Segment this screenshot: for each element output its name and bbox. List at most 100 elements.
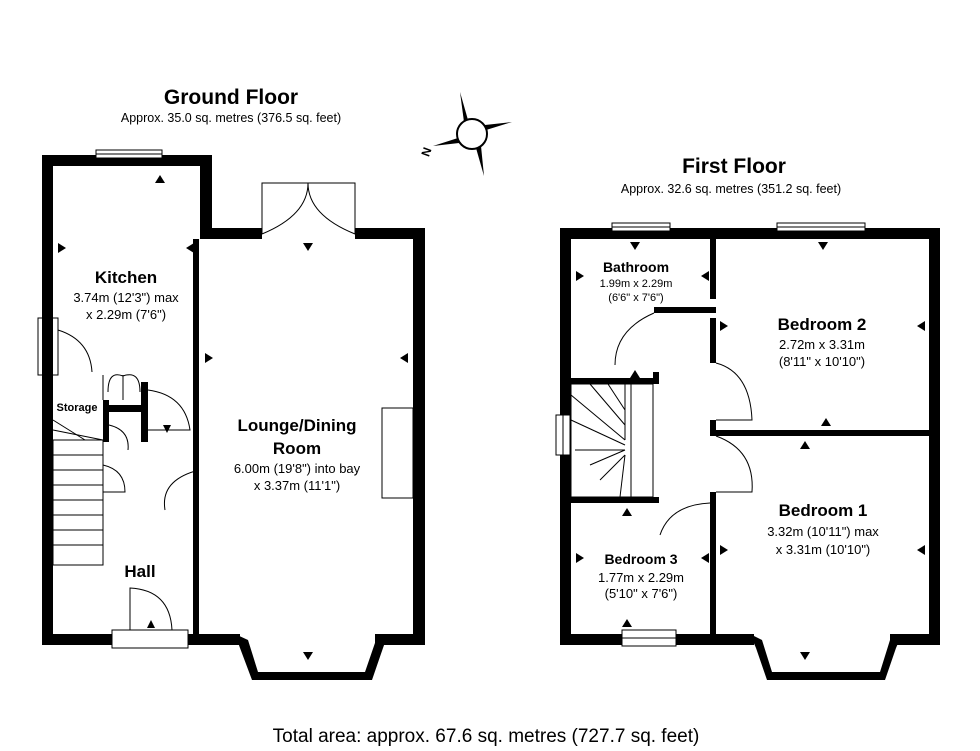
- bathroom-dim2: (6'6" x 7'6"): [608, 292, 663, 304]
- arrow: [630, 242, 640, 250]
- wall: [571, 497, 659, 503]
- wall: [193, 239, 199, 634]
- staircase: [52, 419, 126, 566]
- wall: [653, 372, 659, 384]
- bay-window: [758, 643, 894, 677]
- wall: [413, 228, 425, 645]
- door-swing: [715, 435, 753, 493]
- bedroom1-dim1: 3.32m (10'11") max: [767, 524, 879, 539]
- wall: [103, 405, 148, 412]
- wall: [355, 228, 425, 239]
- ground-floor-title: Ground Floor: [164, 86, 298, 109]
- arrow: [622, 508, 632, 516]
- arrow: [818, 242, 828, 250]
- lounge-name2: Room: [273, 439, 321, 458]
- bathroom-name: Bathroom: [603, 259, 669, 275]
- arrow: [917, 545, 925, 555]
- lounge-dim1: 6.00m (19'8") into bay: [234, 461, 361, 476]
- ground-floor-area: Approx. 35.0 sq. metres (376.5 sq. feet): [121, 111, 341, 125]
- wall: [560, 228, 940, 239]
- arrow: [147, 620, 155, 628]
- bathroom-dim1: 1.99m x 2.29m: [600, 278, 673, 290]
- door-swing: [261, 182, 309, 235]
- wall: [710, 420, 716, 436]
- bedroom1-dim2: x 3.31m (10'10"): [776, 542, 871, 557]
- bay-wall: [750, 634, 902, 680]
- door-swing: [715, 362, 753, 421]
- door-swing: [147, 389, 191, 431]
- arrow: [720, 545, 728, 555]
- bedroom2-name: Bedroom 2: [778, 315, 867, 334]
- arrow: [303, 243, 313, 251]
- bay-window: [242, 643, 382, 677]
- arrow: [701, 553, 709, 563]
- compass-north-label: N: [418, 145, 434, 158]
- arrow: [622, 619, 632, 627]
- kitchen-dim1: 3.74m (12'3") max: [73, 290, 179, 305]
- arrow: [186, 243, 194, 253]
- arrow: [58, 243, 66, 253]
- wall: [654, 307, 716, 313]
- wall: [42, 155, 212, 166]
- wall: [375, 634, 425, 645]
- first-floor-plan: First Floor Approx. 32.6 sq. metres (351…: [555, 155, 940, 680]
- bay-wall: [235, 634, 388, 680]
- lounge-name1: Lounge/Dining: [238, 416, 357, 435]
- bedroom1-name: Bedroom 1: [779, 501, 868, 520]
- door-swing: [307, 182, 356, 235]
- wall: [141, 382, 148, 442]
- cupboard-doors: [102, 374, 141, 400]
- chimney-breast: [381, 407, 414, 499]
- arrow: [720, 321, 728, 331]
- bedroom3-dim2: (5'10" x 7'6"): [605, 586, 678, 601]
- arrow: [163, 425, 171, 433]
- wall: [716, 430, 929, 436]
- bedroom3-dim1: 1.77m x 2.29m: [598, 570, 684, 585]
- arrow: [701, 271, 709, 281]
- arrow: [400, 353, 408, 363]
- arrow: [800, 441, 810, 449]
- door-frame: [37, 317, 59, 376]
- wall: [560, 634, 622, 645]
- wall: [571, 378, 659, 384]
- wall: [42, 634, 112, 645]
- door-swing: [659, 502, 711, 536]
- stair-outline: [570, 383, 654, 498]
- arrow: [800, 652, 810, 660]
- ground-floor-plan: Ground Floor Approx. 35.0 sq. metres (37…: [37, 86, 425, 680]
- arrow: [576, 271, 584, 281]
- stair-outline: [52, 439, 104, 566]
- storage-name: Storage: [57, 402, 98, 414]
- bedroom3-name: Bedroom 3: [604, 551, 677, 567]
- staircase: [570, 383, 654, 498]
- wall: [676, 634, 754, 645]
- wall: [890, 634, 940, 645]
- arrow: [303, 652, 313, 660]
- wall: [710, 318, 716, 363]
- first-floor-title: First Floor: [682, 155, 786, 178]
- compass-icon: N: [418, 92, 512, 176]
- lounge-dim2: x 3.37m (11'1"): [254, 478, 340, 493]
- door-swing: [108, 424, 129, 451]
- hall-name: Hall: [124, 562, 155, 581]
- kitchen-dim2: x 2.29m (7'6"): [86, 307, 166, 322]
- total-area: Total area: approx. 67.6 sq. metres (727…: [273, 726, 700, 747]
- wall: [200, 155, 212, 230]
- wall: [710, 492, 716, 634]
- door-swing: [163, 469, 200, 511]
- door-swing: [129, 587, 173, 631]
- front-door-frame: [111, 629, 189, 649]
- arrow: [630, 370, 640, 378]
- door-swing: [57, 329, 93, 373]
- wall: [200, 228, 262, 239]
- wall: [103, 400, 109, 442]
- arrow: [155, 175, 165, 183]
- wall: [710, 239, 716, 299]
- bedroom2-dim2: (8'11" x 10'10"): [779, 354, 865, 369]
- kitchen-name: Kitchen: [95, 268, 157, 287]
- wall: [188, 634, 240, 645]
- bedroom2-dim1: 2.72m x 3.31m: [779, 337, 865, 352]
- wall: [929, 228, 940, 645]
- first-floor-area: Approx. 32.6 sq. metres (351.2 sq. feet): [621, 182, 841, 196]
